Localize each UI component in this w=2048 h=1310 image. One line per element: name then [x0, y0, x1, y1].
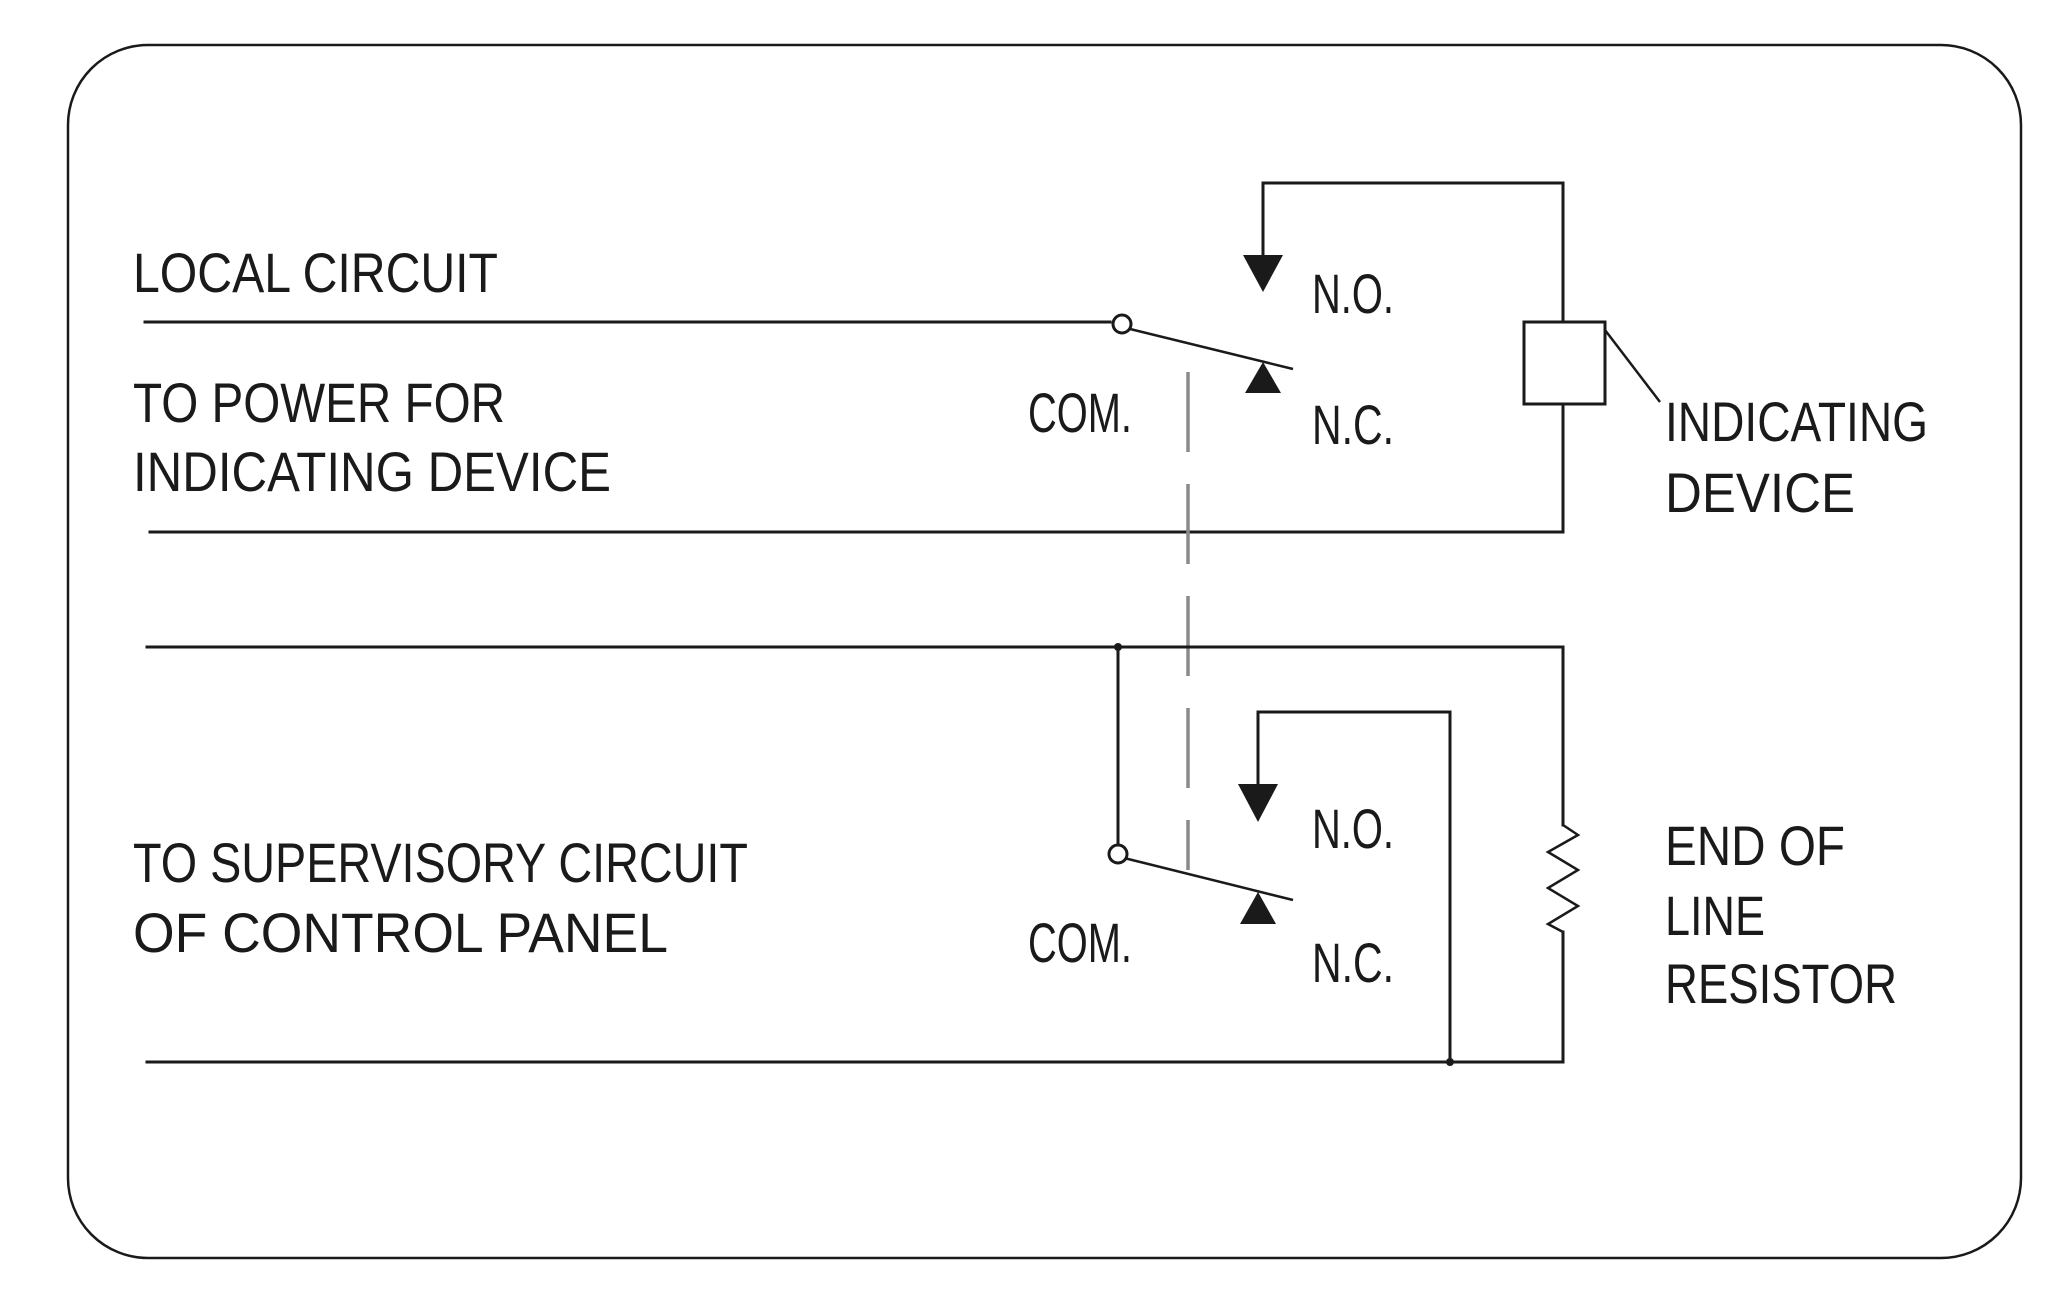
com-drop-junction	[1114, 643, 1122, 651]
lower-no-wire	[1256, 710, 1452, 1064]
label-upper-com: COM.	[1028, 381, 1132, 444]
label-supervisory-line1: TO SUPERVISORY CIRCUIT	[133, 831, 748, 894]
local-circuit	[143, 181, 1661, 534]
label-eol-line2: LINE	[1665, 884, 1765, 947]
label-indicating-line1: INDICATING	[1665, 390, 1928, 453]
labels: LOCAL CIRCUIT TO POWER FOR INDICATING DE…	[133, 241, 1928, 1015]
label-upper-no: N.O.	[1312, 262, 1394, 325]
label-power-line2: INDICATING DEVICE	[133, 440, 611, 503]
upper-switch-blade	[1121, 325, 1294, 371]
lower-switch-blade	[1119, 855, 1294, 902]
label-eol-line1: END OF	[1665, 814, 1845, 877]
supervisory-circuit	[145, 643, 1581, 1066]
indicating-device-leader	[1604, 329, 1661, 403]
label-supervisory-line2: OF CONTROL PANEL	[133, 901, 668, 964]
lower-nc-contact-arrow	[1240, 892, 1276, 924]
lower-no-contact-arrow	[1238, 784, 1278, 822]
label-power-line1: TO POWER FOR	[133, 371, 505, 434]
lower-com-terminal	[1107, 843, 1129, 865]
label-eol-line3: RESISTOR	[1665, 952, 1897, 1015]
label-upper-nc: N.C.	[1312, 393, 1394, 456]
diagram-frame	[66, 43, 2023, 1260]
label-lower-com: COM.	[1028, 911, 1132, 974]
upper-no-wire	[1261, 181, 1565, 267]
upper-com-terminal	[1111, 313, 1133, 335]
no-return-junction	[1446, 1058, 1454, 1066]
upper-switch	[1111, 255, 1294, 393]
lower-switch	[1107, 784, 1294, 924]
eol-resistor-zigzag	[1545, 823, 1581, 934]
upper-no-contact-arrow	[1243, 255, 1283, 292]
upper-nc-contact-arrow	[1245, 362, 1281, 393]
label-lower-nc: N.C.	[1312, 931, 1394, 994]
label-lower-no: N.O.	[1312, 797, 1394, 860]
label-local-circuit: LOCAL CIRCUIT	[133, 241, 498, 304]
label-indicating-line2: DEVICE	[1665, 461, 1855, 524]
indicating-device-box	[1522, 320, 1607, 406]
